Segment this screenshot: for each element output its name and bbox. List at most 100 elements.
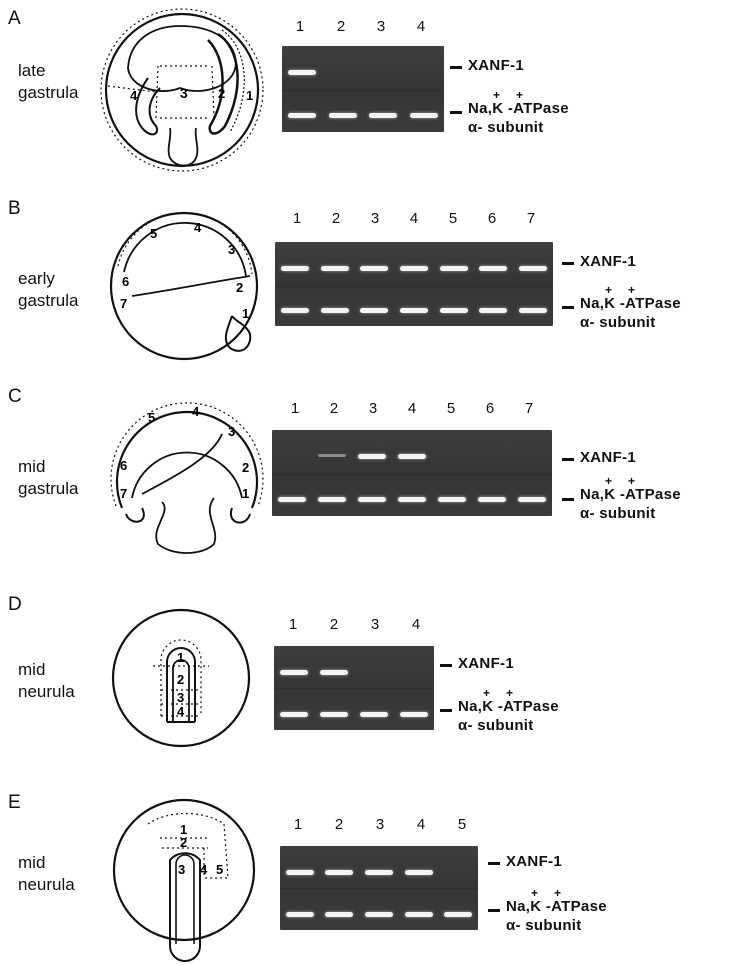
region-label: 5: [150, 226, 157, 241]
region-label: 4: [177, 704, 185, 719]
embryo-diagram-mid-gastrula: 6 7 5 4 3 2 1: [110, 402, 264, 554]
gel-image: [272, 430, 552, 516]
gel-image: [275, 242, 553, 326]
atpase-band-lane-1: [278, 497, 306, 502]
plus-mark: +: [605, 283, 613, 297]
lane-number: 4: [407, 400, 417, 417]
gel-image: [280, 846, 478, 930]
lane-number: 4: [409, 210, 419, 227]
atpase-band-lane-4: [400, 712, 428, 717]
region-label: 4: [194, 220, 202, 235]
lane-number: 1: [288, 616, 298, 633]
region-label: 2: [177, 672, 184, 687]
plus-mark: +: [493, 88, 501, 102]
lane-number: 3: [368, 400, 378, 417]
atpase-label: Na,K -ATPase: [580, 486, 681, 503]
region-label: 1: [242, 486, 249, 501]
label-tick: [562, 262, 574, 265]
region-label: 2: [242, 460, 249, 475]
stage-line1: mid: [18, 660, 46, 679]
atpase-band-lane-1: [280, 308, 309, 313]
lane-number: 5: [457, 816, 467, 833]
xanf-band-lane-1: [288, 70, 317, 75]
lane-number: 3: [370, 210, 380, 227]
stage-label: early gastrula: [18, 268, 108, 312]
atpase-band-lane-4: [400, 308, 428, 313]
plus-mark: +: [628, 283, 636, 297]
lane-number: 1: [295, 18, 305, 35]
lane-number: 6: [487, 210, 497, 227]
xanf-band-lane-2: [318, 454, 346, 457]
xanf-band-lane-3: [365, 870, 393, 875]
label-tick: [488, 862, 500, 865]
atpase-band-lane-4: [404, 912, 433, 917]
lane-number: 2: [329, 616, 339, 633]
region-label: 1: [180, 822, 187, 837]
gel-divider: [280, 888, 478, 889]
atpase-band-lane-1: [280, 712, 308, 717]
atpase-label: Na,K -ATPase: [580, 295, 681, 312]
xanf-band-lane-3: [360, 266, 389, 271]
xanf-band-lane-1: [285, 870, 314, 875]
stage-line2: gastrula: [18, 479, 79, 498]
stage-line2: gastrula: [18, 83, 79, 102]
gel-divider: [282, 90, 444, 91]
stage-line2: neurula: [18, 682, 75, 701]
xanf-band-lane-3: [358, 454, 386, 459]
xanf-label: XANF-1: [580, 253, 636, 270]
region-label: 3: [180, 85, 188, 101]
stage-line1: mid: [18, 457, 46, 476]
atpase-subunit-label: α- subunit: [506, 917, 582, 934]
lane-number: 7: [526, 210, 536, 227]
atpase-label: Na,K -ATPase: [506, 898, 607, 915]
lane-number: 3: [370, 616, 380, 633]
atpase-band-lane-4: [409, 113, 438, 118]
atpase-band-lane-3: [360, 712, 388, 717]
panel-a: A late gastrula 3 2 1 4 1 2 3 4 XANF-1 N…: [0, 8, 730, 172]
xanf-band-lane-7: [519, 266, 548, 271]
xanf-band-lane-4: [400, 266, 428, 271]
lane-number: 2: [331, 210, 341, 227]
atpase-band-lane-3: [358, 497, 386, 502]
atpase-band-lane-7: [518, 497, 546, 502]
lane-number: 7: [524, 400, 534, 417]
xanf-label: XANF-1: [506, 853, 562, 870]
atpase-band-lane-5: [439, 308, 468, 313]
xanf-band-lane-6: [479, 266, 508, 271]
lane-number: 1: [292, 210, 302, 227]
plus-mark: +: [506, 686, 514, 700]
atpase-band-lane-6: [478, 497, 506, 502]
stage-line2: neurula: [18, 875, 75, 894]
atpase-subunit-label: α- subunit: [580, 314, 656, 331]
lane-number: 5: [446, 400, 456, 417]
plus-mark: +: [605, 474, 613, 488]
region-label: 7: [120, 296, 127, 311]
label-tick: [440, 664, 452, 667]
panel-letter: A: [8, 8, 21, 29]
lane-number: 1: [293, 816, 303, 833]
atpase-band-lane-3: [360, 308, 389, 313]
xanf-band-lane-2: [325, 870, 354, 875]
atpase-band-lane-1: [288, 113, 317, 118]
xanf-band-lane-4: [398, 454, 426, 459]
atpase-subunit-label: α- subunit: [468, 119, 544, 136]
lane-number: 1: [290, 400, 300, 417]
lane-number: 2: [329, 400, 339, 417]
plus-mark: +: [554, 886, 562, 900]
atpase-subunit-label: α- subunit: [458, 717, 534, 734]
region-label: 4: [192, 404, 200, 419]
region-label: 1: [177, 650, 184, 665]
atpase-band-lane-4: [398, 497, 426, 502]
panel-c: C mid gastrula 6 7 5 4 3 2 1 1 2 3 4 5 6…: [0, 386, 730, 556]
embryo-diagram-mid-neurula: 1 2 3 4: [111, 608, 251, 748]
atpase-band-lane-2: [328, 113, 357, 118]
stage-label: late gastrula: [18, 60, 108, 104]
atpase-band-lane-2: [320, 308, 349, 313]
panel-letter: D: [8, 594, 22, 615]
plus-mark: +: [531, 886, 539, 900]
region-label: 3: [228, 424, 235, 439]
lane-number: 2: [336, 18, 346, 35]
gel-image: [282, 46, 444, 132]
region-label: 4: [200, 862, 208, 877]
lane-number: 3: [375, 816, 385, 833]
